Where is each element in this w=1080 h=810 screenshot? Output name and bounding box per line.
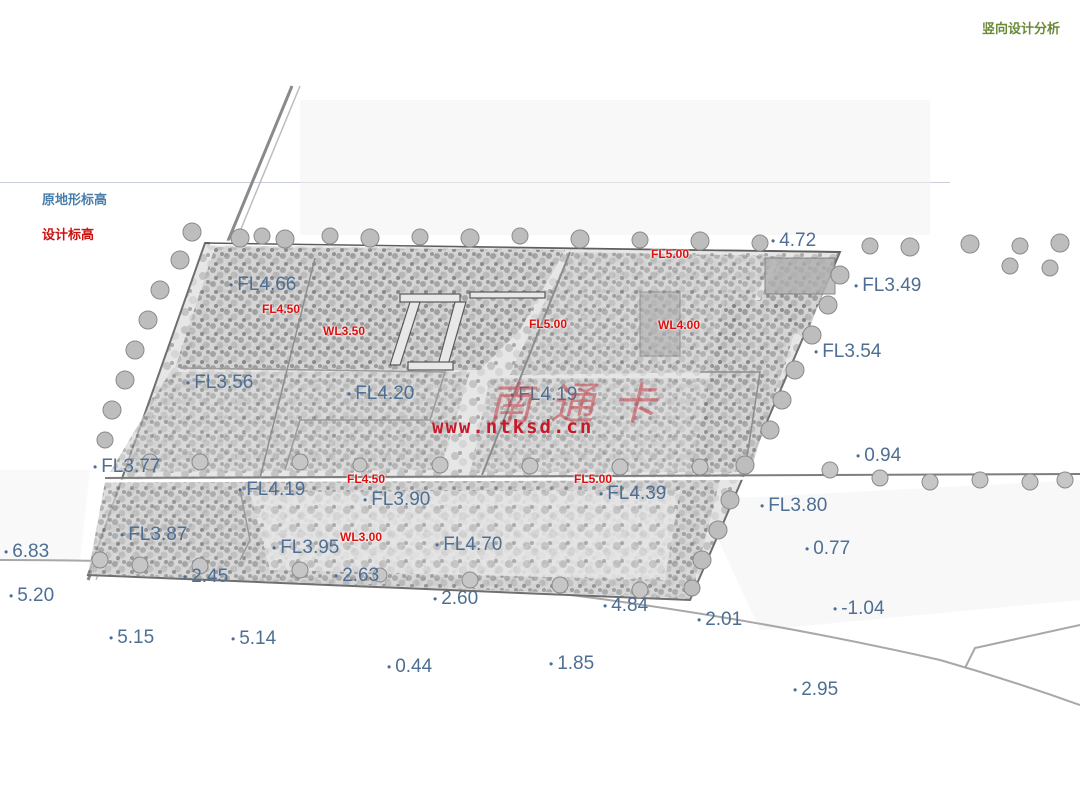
design-level-label: FL4.50 <box>347 472 386 486</box>
pavilion <box>639 257 836 357</box>
tree-row-east <box>683 265 850 597</box>
elevation-label: 6.83 <box>4 542 49 561</box>
elevation-label: FL3.90 <box>363 490 430 509</box>
elevation-label: FL4.39 <box>599 484 666 503</box>
elevation-label: 5.20 <box>9 586 54 605</box>
east-west-path <box>104 473 1080 479</box>
elevation-label: FL4.19 <box>510 385 577 404</box>
elevation-label: 2.60 <box>433 589 478 608</box>
tree-row-west <box>96 222 202 449</box>
elevation-label: 5.14 <box>231 629 276 648</box>
legend-design-elevation: 设计标高 <box>42 228 95 243</box>
elevation-label: 2.95 <box>793 680 838 699</box>
elevation-label: 0.94 <box>856 446 901 465</box>
pergola-structure <box>389 291 546 371</box>
design-level-label: WL3.00 <box>340 530 383 544</box>
page-title: 竖向设计分析 <box>981 22 1060 37</box>
elevation-label: FL3.54 <box>814 342 881 361</box>
tree-row-north <box>230 227 1070 277</box>
design-level-label: FL4.50 <box>262 302 301 316</box>
elevation-label: 4.84 <box>603 596 648 615</box>
elevation-label: FL4.70 <box>435 535 502 554</box>
design-level-label: FL5.00 <box>574 472 613 486</box>
elevation-label: 5.15 <box>109 628 154 647</box>
elevation-label: 2.63 <box>334 566 379 585</box>
watermark-logo: 南通卡 <box>488 379 674 430</box>
design-level-label: FL5.00 <box>651 247 690 261</box>
design-level-label: WL3.50 <box>323 324 366 338</box>
elevation-label: 0.44 <box>387 657 432 676</box>
elevation-label: FL3.49 <box>854 276 921 295</box>
elevation-label: FL4.19 <box>238 480 305 499</box>
elevation-label: FL3.87 <box>120 525 187 544</box>
elevation-label: FL3.56 <box>186 373 253 392</box>
elevation-label: 2.01 <box>697 610 742 629</box>
elevation-label: FL3.95 <box>272 538 339 557</box>
elevation-label: FL4.20 <box>347 384 414 403</box>
legend-original-elevation: 原地形标高 <box>42 193 108 208</box>
elevation-label: FL3.77 <box>93 457 160 476</box>
watermark-url: www.ntksd.cn <box>432 416 594 438</box>
elevation-label: 4.72 <box>771 231 816 250</box>
design-level-label: FL5.00 <box>529 317 568 331</box>
elevation-label: 0.77 <box>805 539 850 558</box>
background-context <box>0 100 1080 630</box>
elevation-label: 2.45 <box>183 567 228 586</box>
elevation-label: -1.04 <box>833 599 884 618</box>
elevation-label: FL4.66 <box>229 275 296 294</box>
elevation-label: FL3.80 <box>760 496 827 515</box>
design-level-label: WL4.00 <box>658 318 701 332</box>
elevation-label: 1.85 <box>549 654 594 673</box>
